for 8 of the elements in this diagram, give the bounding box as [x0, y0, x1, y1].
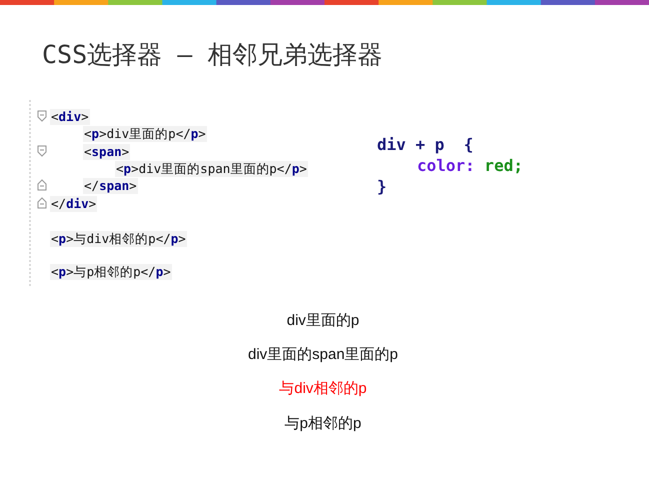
output-text: 与p相邻的p — [284, 414, 362, 433]
output-text: div里面的p — [286, 311, 360, 330]
code-line: } — [377, 177, 387, 197]
code-line: div + p { — [377, 135, 474, 155]
output-text: div里面的span里面的p — [248, 345, 398, 364]
code-line: color: red; — [417, 156, 523, 176]
output-text: 与div相邻的p — [279, 379, 367, 398]
slide-title: CSS选择器 – 相邻兄弟选择器 — [42, 39, 382, 71]
